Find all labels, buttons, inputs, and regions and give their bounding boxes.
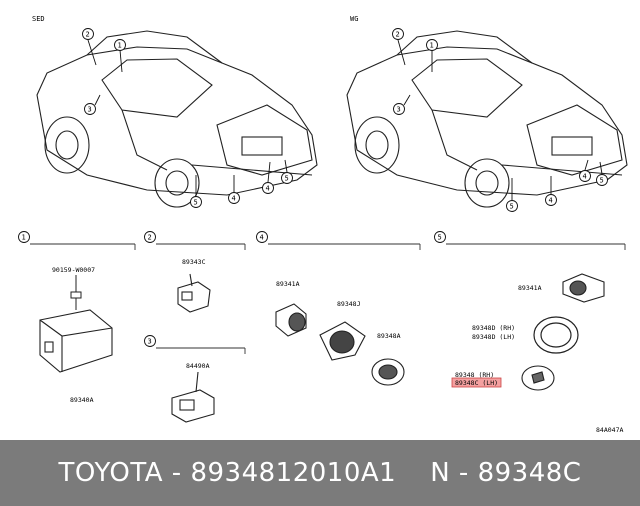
sensor-part: [562, 273, 605, 303]
callout-3: 3: [88, 106, 92, 114]
part-label: 89343C: [182, 258, 206, 266]
callout-5: 5: [600, 177, 604, 185]
ecu-part: [39, 309, 113, 373]
part-label: 84490A: [186, 362, 210, 370]
retainer-part: [319, 321, 366, 361]
switch-part: [171, 371, 215, 423]
variant-label-wagon: WG: [350, 15, 358, 23]
wagon-callouts: 2 1 3 4 5 4 5: [392, 28, 608, 212]
diagram-code: 84A047A: [596, 426, 623, 434]
sedan-illustration: [36, 30, 318, 208]
svg-text:3: 3: [148, 338, 152, 346]
callout-4: 4: [266, 185, 270, 193]
svg-text:1: 1: [22, 234, 26, 242]
callout-5: 5: [510, 203, 514, 211]
section-headers: 1 2 3 4 5: [18, 231, 626, 354]
callout-5: 5: [285, 175, 289, 183]
highlight-box: [451, 377, 502, 388]
part-label-highlighted: 89348C (LH): [455, 379, 498, 387]
part-label: 89341A: [518, 284, 542, 292]
svg-text:4: 4: [260, 234, 264, 242]
grommet-part: [371, 358, 405, 386]
callout-5: 5: [194, 199, 198, 207]
parts-diagram: SED WG 2 1 3 4 5 4 5 2 1 3 4 5 4 5 1 2 3…: [18, 15, 628, 434]
part-label: 89348A: [377, 332, 401, 340]
cap-part: [521, 365, 555, 391]
part-label: 89348D (LH): [472, 333, 515, 341]
part-label: 89348 (RH): [455, 371, 494, 379]
svg-text:2: 2: [148, 234, 152, 242]
svg-text:5: 5: [438, 234, 442, 242]
variant-label-sedan: SED: [32, 15, 45, 23]
sensor-part: [275, 303, 307, 337]
bolt-part: [70, 275, 82, 310]
banner-part-number: TOYOTA - 8934812010A1: [58, 458, 397, 488]
callout-2: 2: [86, 31, 90, 39]
part-label: 89341A: [276, 280, 300, 288]
callout-4: 4: [549, 197, 553, 205]
callout-3: 3: [397, 106, 401, 114]
sensor-part: [177, 273, 211, 313]
part-label: 89348J: [337, 300, 361, 308]
banner-reference: N - 89348C: [430, 458, 582, 488]
callout-2: 2: [396, 31, 400, 39]
part-label: 90159-W0007: [52, 266, 95, 274]
part-label: 89340A: [70, 396, 94, 404]
part-label: 89348D (RH): [472, 324, 515, 332]
callout-1: 1: [430, 42, 434, 50]
retainer-ring-part: [533, 316, 579, 354]
sedan-callouts: 2 1 3 4 5 4 5: [82, 28, 293, 208]
callout-4: 4: [232, 195, 236, 203]
callout-4: 4: [583, 173, 587, 181]
callout-1: 1: [118, 42, 122, 50]
part-number-banner: TOYOTA - 8934812010A1 N - 89348C: [0, 440, 640, 506]
